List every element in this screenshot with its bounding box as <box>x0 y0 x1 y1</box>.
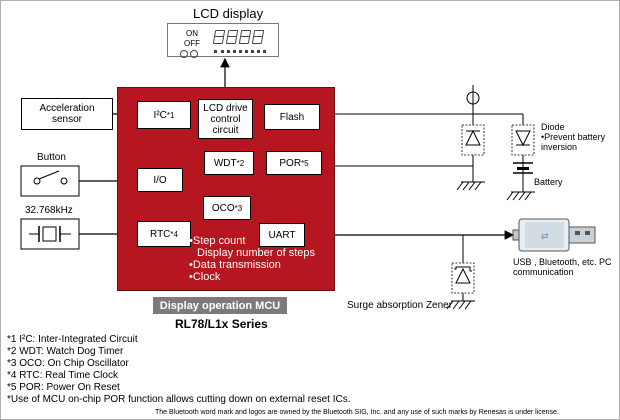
i2c-block: I²C*1 <box>137 101 191 129</box>
lcd-off-label: OFF <box>184 39 200 48</box>
footer-notice: The Bluetooth word mark and logos are ow… <box>155 409 559 416</box>
lcd-drive-block: LCD drive control circuit <box>198 99 253 139</box>
note-6: *Use of MCU on-chip POR function allows … <box>7 394 351 405</box>
usb-plug-icon: ⇄ <box>512 218 596 252</box>
rtc-label: RTC <box>150 228 171 240</box>
uart-block: UART <box>259 223 305 247</box>
por-label: POR <box>279 157 302 169</box>
oco-block: OCO*3 <box>203 196 251 220</box>
wdt-block: WDT*2 <box>204 151 254 175</box>
function-clock: •Clock <box>189 271 221 283</box>
acceleration-sensor-label: Acceleration sensor <box>39 103 95 125</box>
note-4: *4 RTC: Real Time Clock <box>7 370 118 381</box>
io-label: I/O <box>153 174 167 186</box>
wdt-label: WDT <box>213 157 237 169</box>
note-5: *5 POR: Power On Reset <box>7 382 120 393</box>
note-1: *1 I²C: Inter-Integrated Circuit <box>7 334 138 345</box>
rtc-block: RTC*4 <box>137 221 191 247</box>
note-2: *2 WDT: Watch Dog Timer <box>7 346 124 357</box>
lcd-display-title: LCD display <box>193 6 264 21</box>
lcd-on-label: ON <box>186 29 198 38</box>
note-3: *3 OCO: On Chip Oscillator <box>7 358 129 369</box>
svg-text:⇄: ⇄ <box>541 232 549 242</box>
battery-label: Battery <box>534 177 563 187</box>
mcu-series: RL78/L1x Series <box>175 317 268 331</box>
i2c-footnote-mark: *1 <box>166 110 175 120</box>
flash-label: Flash <box>279 111 305 123</box>
oco-footnote-mark: *3 <box>234 203 243 213</box>
function-data-transmission: •Data transmission <box>189 259 281 271</box>
io-block: I/O <box>137 168 183 192</box>
uart-label: UART <box>268 229 296 241</box>
por-block: POR*5 <box>266 151 322 175</box>
lcd-digit-icon <box>212 30 226 44</box>
usb-communication-label: USB , Bluetooth, etc. PC communication <box>513 257 612 277</box>
zener-label: Surge absorption Zener <box>347 300 453 311</box>
lcd-digit-icon <box>225 30 239 44</box>
lcd-digit-icon <box>238 30 252 44</box>
diode-title: Diode <box>541 122 565 132</box>
i2c-label: I²C <box>153 109 167 121</box>
wdt-footnote-mark: *2 <box>236 158 245 168</box>
acceleration-sensor: Acceleration sensor <box>21 98 113 130</box>
rtc-footnote-mark: *4 <box>170 229 178 239</box>
lcd-digit-icon <box>251 30 265 44</box>
button-label: Button <box>37 152 66 163</box>
lcd-display: ON OFF <box>167 23 279 58</box>
lcd-segment-bar <box>214 50 266 56</box>
mcu-label: Display operation MCU <box>153 297 287 314</box>
lcd-drive-label: LCD drive control circuit <box>203 102 248 136</box>
lcd-button-icon <box>180 50 188 58</box>
por-footnote-mark: *5 <box>301 158 309 168</box>
crystal-frequency-label: 32.768kHz <box>25 205 73 216</box>
lcd-button-icon <box>190 50 198 58</box>
flash-block: Flash <box>264 104 320 130</box>
diode-description: •Prevent battery inversion <box>541 132 606 152</box>
function-display-steps: Display number of steps <box>197 247 315 259</box>
oco-label: OCO <box>211 202 235 214</box>
function-step-count: •Step count <box>189 235 246 247</box>
